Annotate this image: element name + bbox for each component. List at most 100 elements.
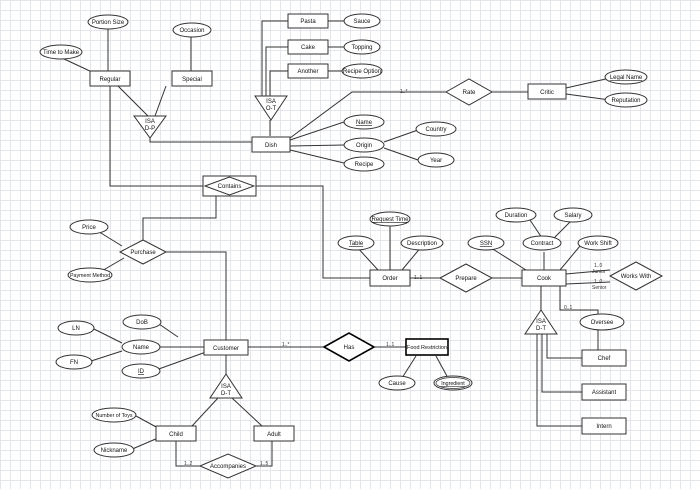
svg-text:Oversee: Oversee (591, 320, 614, 326)
attribute-price[interactable]: Price (69, 219, 109, 235)
relationship-has[interactable]: Has (322, 332, 376, 362)
relationship-rate[interactable]: Rate (444, 78, 494, 106)
attribute-salary[interactable]: Salary (553, 207, 593, 223)
attribute-id[interactable]: ID (121, 363, 161, 379)
svg-text:Origin: Origin (356, 143, 372, 149)
attribute-dob[interactable]: DoB (122, 314, 162, 330)
attribute-nickname[interactable]: Nickname (93, 442, 135, 458)
relationship-works-with[interactable]: Works With (608, 261, 664, 291)
cardinality-has-food-restriction: 1..1 (386, 342, 395, 348)
entity-intern[interactable]: Intern (581, 417, 627, 435)
attribute-sauce[interactable]: Sauce (343, 13, 381, 29)
attribute-reputation[interactable]: Reputation (604, 92, 648, 108)
svg-text:Country: Country (425, 127, 446, 133)
attribute-number-of-toys[interactable]: Number of Toys (91, 407, 137, 423)
svg-text:Pasta: Pasta (300, 19, 316, 25)
isa-cook-disjoint-total[interactable]: ISA D-T (524, 309, 558, 335)
entity-special[interactable]: Special (171, 70, 213, 87)
attribute-year[interactable]: Year (417, 152, 455, 168)
relationship-contains[interactable]: Contains (202, 175, 257, 197)
attribute-recipe-option[interactable]: Recipe Option (341, 63, 383, 79)
entity-regular[interactable]: Regular (89, 70, 131, 87)
attribute-cause[interactable]: Cause (378, 375, 416, 391)
entity-pasta[interactable]: Pasta (287, 13, 329, 29)
svg-text:Time to Make: Time to Make (43, 50, 80, 56)
cardinality-rate-dish: 1..* (400, 89, 408, 95)
svg-text:ISA: ISA (536, 319, 546, 325)
svg-text:Recipe: Recipe (355, 162, 374, 168)
entity-chef[interactable]: Chef (581, 349, 627, 367)
attribute-table[interactable]: Table (337, 235, 375, 251)
svg-text:Adult: Adult (267, 432, 281, 438)
attribute-occasion[interactable]: Occasion (172, 22, 212, 38)
attribute-legal-name[interactable]: Legal Name (604, 69, 648, 85)
entity-child[interactable]: Child (155, 425, 197, 442)
attribute-time-to-make[interactable]: Time to Make (39, 44, 83, 60)
attribute-ingredient[interactable]: Ingredient (433, 375, 473, 391)
attribute-ln[interactable]: LN (57, 320, 95, 336)
attribute-country[interactable]: Country (415, 121, 457, 137)
attribute-customer-name[interactable]: Name (121, 339, 161, 355)
attribute-request-time[interactable]: Request Time (369, 211, 411, 227)
attribute-topping[interactable]: Topping (343, 39, 381, 55)
attribute-contract[interactable]: Contract (522, 235, 562, 251)
entity-customer[interactable]: Customer (203, 339, 249, 356)
svg-text:Prepare: Prepare (455, 276, 477, 282)
entity-cake[interactable]: Cake (287, 39, 329, 55)
svg-text:Table: Table (349, 241, 364, 247)
svg-text:Child: Child (169, 432, 183, 438)
svg-text:Legal Name: Legal Name (610, 75, 643, 81)
isa-customer-disjoint-total[interactable]: ISA D-T (209, 373, 243, 399)
isa-dish-disjoint-partial[interactable]: ISA D-P (133, 115, 167, 139)
attribute-duration[interactable]: Duration (495, 207, 537, 223)
relationship-purchase[interactable]: Purchase (118, 239, 168, 265)
svg-text:Purchase: Purchase (130, 250, 156, 256)
entity-another[interactable]: Another (287, 63, 329, 79)
svg-text:Critic: Critic (540, 90, 554, 96)
attribute-dish-name[interactable]: Name (343, 114, 385, 130)
entity-adult[interactable]: Adult (253, 425, 295, 442)
isa-dish-overlap-total[interactable]: ISA O-T (254, 95, 288, 121)
entity-critic[interactable]: Critic (527, 83, 567, 100)
entity-dish[interactable]: Dish (251, 136, 291, 153)
svg-text:Portion Size: Portion Size (92, 20, 125, 26)
svg-text:SSN: SSN (480, 241, 492, 247)
relationship-accompanies[interactable]: Accompanies (198, 453, 258, 479)
entity-assistant[interactable]: Assistant (581, 383, 627, 401)
cardinality-customer-has: 1..* (282, 342, 290, 348)
attribute-portion-size[interactable]: Portion Size (87, 14, 129, 30)
svg-text:Accompanies: Accompanies (210, 464, 246, 470)
entity-order[interactable]: Order (369, 269, 411, 287)
svg-text:ID: ID (138, 369, 145, 375)
relationship-prepare[interactable]: Prepare (438, 263, 494, 293)
attribute-origin[interactable]: Origin (343, 137, 385, 153)
entity-cook[interactable]: Cook (521, 269, 567, 287)
svg-text:D-T: D-T (221, 391, 231, 397)
attribute-payment-method[interactable]: Payment Method (67, 267, 113, 283)
entity-food-restriction[interactable]: Food Restriction (405, 338, 449, 356)
svg-text:Topping: Topping (351, 45, 372, 51)
cardinality-adult-accompanies: 1..5 (260, 461, 269, 467)
svg-text:Rate: Rate (463, 90, 476, 96)
cardinality-cook-junior: 1..0 (594, 263, 603, 269)
cardinality-cook-chef: 0..1 (564, 305, 573, 311)
svg-text:Payment Method: Payment Method (70, 273, 110, 279)
svg-text:Intern: Intern (596, 424, 611, 430)
svg-text:Chef: Chef (598, 356, 611, 362)
svg-text:DoB: DoB (136, 320, 148, 326)
attribute-recipe[interactable]: Recipe (343, 156, 385, 172)
svg-text:LN: LN (72, 326, 80, 332)
role-senior: Senior (592, 285, 607, 291)
svg-text:Duration: Duration (505, 213, 528, 219)
attribute-work-shift[interactable]: Work Shift (577, 235, 619, 251)
svg-text:Regular: Regular (99, 77, 120, 83)
svg-text:Cause: Cause (388, 381, 406, 387)
attribute-ssn[interactable]: SSN (467, 235, 505, 251)
svg-text:Request Time: Request Time (371, 217, 409, 223)
attribute-description[interactable]: Description (400, 235, 444, 251)
svg-text:Food Restriction: Food Restriction (407, 345, 447, 351)
attribute-fn[interactable]: FN (55, 354, 93, 370)
cardinality-labels: 1..* 1..1 1..0 Junior 1..0 Senior 0..1 1… (184, 89, 607, 467)
attribute-oversee[interactable]: Oversee (579, 313, 625, 331)
